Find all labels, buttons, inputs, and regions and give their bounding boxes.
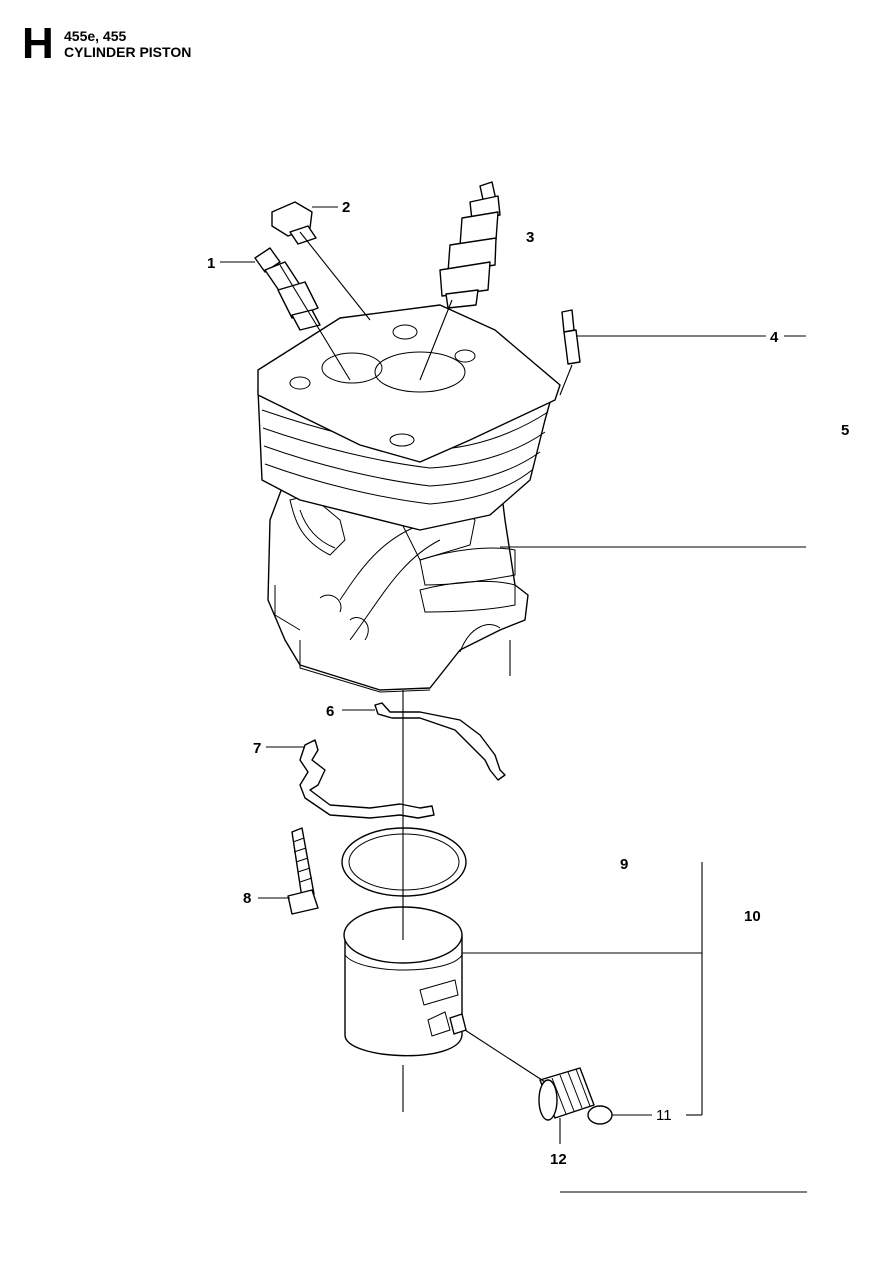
model-label: 455e, 455 — [64, 28, 127, 44]
gasket-drawings — [299, 702, 506, 819]
callout-7: 7 — [253, 740, 261, 757]
circlip-drawing — [587, 1105, 613, 1125]
piston-ring-drawing — [341, 827, 467, 897]
callout-6: 6 — [326, 703, 334, 720]
needle-bearing-drawing — [538, 1067, 595, 1121]
cylinder-drawing — [257, 304, 561, 693]
callout-3: 3 — [526, 229, 534, 246]
decompression-valve-drawing — [254, 247, 321, 331]
leader-lines — [220, 206, 807, 1193]
spark-plug-drawing — [439, 181, 501, 309]
callout-5: 5 — [841, 422, 849, 439]
callout-12: 12 — [550, 1151, 567, 1168]
piston-drawing — [343, 906, 467, 1057]
callout-11: 11 — [656, 1107, 672, 1124]
callout-9: 9 — [620, 856, 628, 873]
callout-1: 1 — [207, 255, 215, 272]
callout-10: 10 — [744, 908, 761, 925]
pin-drawing — [561, 309, 581, 365]
callout-2: 2 — [342, 199, 350, 216]
callout-4: 4 — [770, 329, 779, 346]
callout-labels: 1 2 3 4 5 6 7 8 9 10 11 12 — [207, 199, 849, 1168]
plug-drawing — [271, 201, 317, 245]
callout-8: 8 — [243, 890, 251, 907]
section-letter: H — [22, 19, 54, 68]
page-title: CYLINDER PISTON — [64, 44, 192, 60]
screw-drawing — [287, 827, 319, 915]
